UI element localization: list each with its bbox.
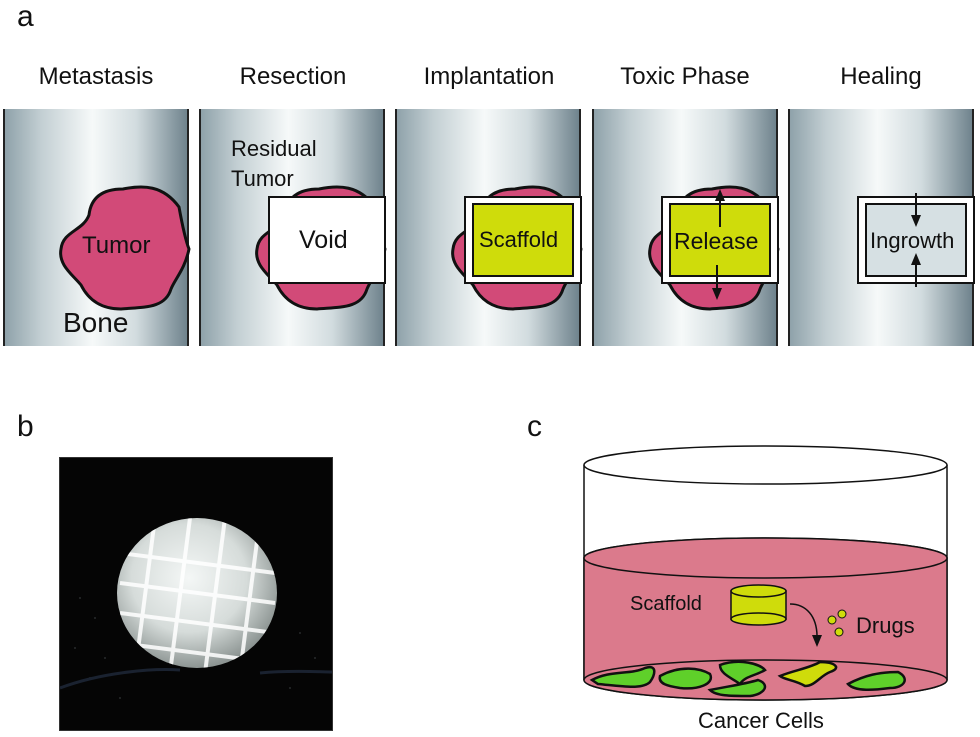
stage-title-implantation: Implantation <box>423 63 555 90</box>
panel-letter-c: c <box>527 410 542 443</box>
drugs-label: Drugs <box>856 613 915 638</box>
scaffold-photo <box>59 457 333 731</box>
arrow-down-icon <box>712 265 722 300</box>
panel-letter-b: b <box>17 410 34 443</box>
cancer-cells <box>589 660 906 698</box>
tumor-shape <box>59 185 191 311</box>
medium-surface <box>583 537 948 579</box>
residual-tumor-label: Residual Tumor <box>231 136 317 191</box>
bone-metastasis: Tumor Bone <box>3 109 191 346</box>
scaffold-label: Scaffold <box>479 227 559 252</box>
scaffold-dish-label: Scaffold <box>630 593 702 615</box>
culture-dish <box>583 445 948 701</box>
arrow-in-bottom-icon <box>911 253 921 287</box>
bone-healing: Ingrowth <box>788 109 975 346</box>
stage-title-toxic-phase: Toxic Phase <box>620 63 750 90</box>
arrow-up-icon <box>715 189 725 227</box>
ingrowth-implant <box>857 193 975 287</box>
release-label: Release <box>674 228 759 254</box>
dish-rim <box>583 445 948 485</box>
cancer-cells-label: Cancer Cells <box>698 708 824 733</box>
bone-toxic-phase: Release <box>592 109 780 346</box>
stage-title-resection: Resection <box>239 63 347 90</box>
release-implant <box>648 185 780 311</box>
residual-tumor-shape <box>255 185 387 311</box>
bone-resection: Residual Tumor Void <box>199 109 387 346</box>
arrow-in-top-icon <box>911 193 921 227</box>
tumor-label: Tumor <box>82 232 151 259</box>
scaffold-photo-render <box>60 518 332 699</box>
panel-letter-a: a <box>17 0 34 33</box>
void-label: Void <box>299 226 348 254</box>
scaffold-cylinder <box>730 584 787 626</box>
scaffold-implant <box>451 185 583 311</box>
stage-title-healing: Healing <box>840 63 922 90</box>
drug-particles <box>827 609 847 637</box>
release-arrow-icon <box>789 603 822 647</box>
bone-label: Bone <box>63 307 129 338</box>
stage-title-metastasis: Metastasis <box>38 63 154 90</box>
bone-implantation: Scaffold <box>395 109 583 346</box>
ingrowth-label: Ingrowth <box>870 228 955 253</box>
